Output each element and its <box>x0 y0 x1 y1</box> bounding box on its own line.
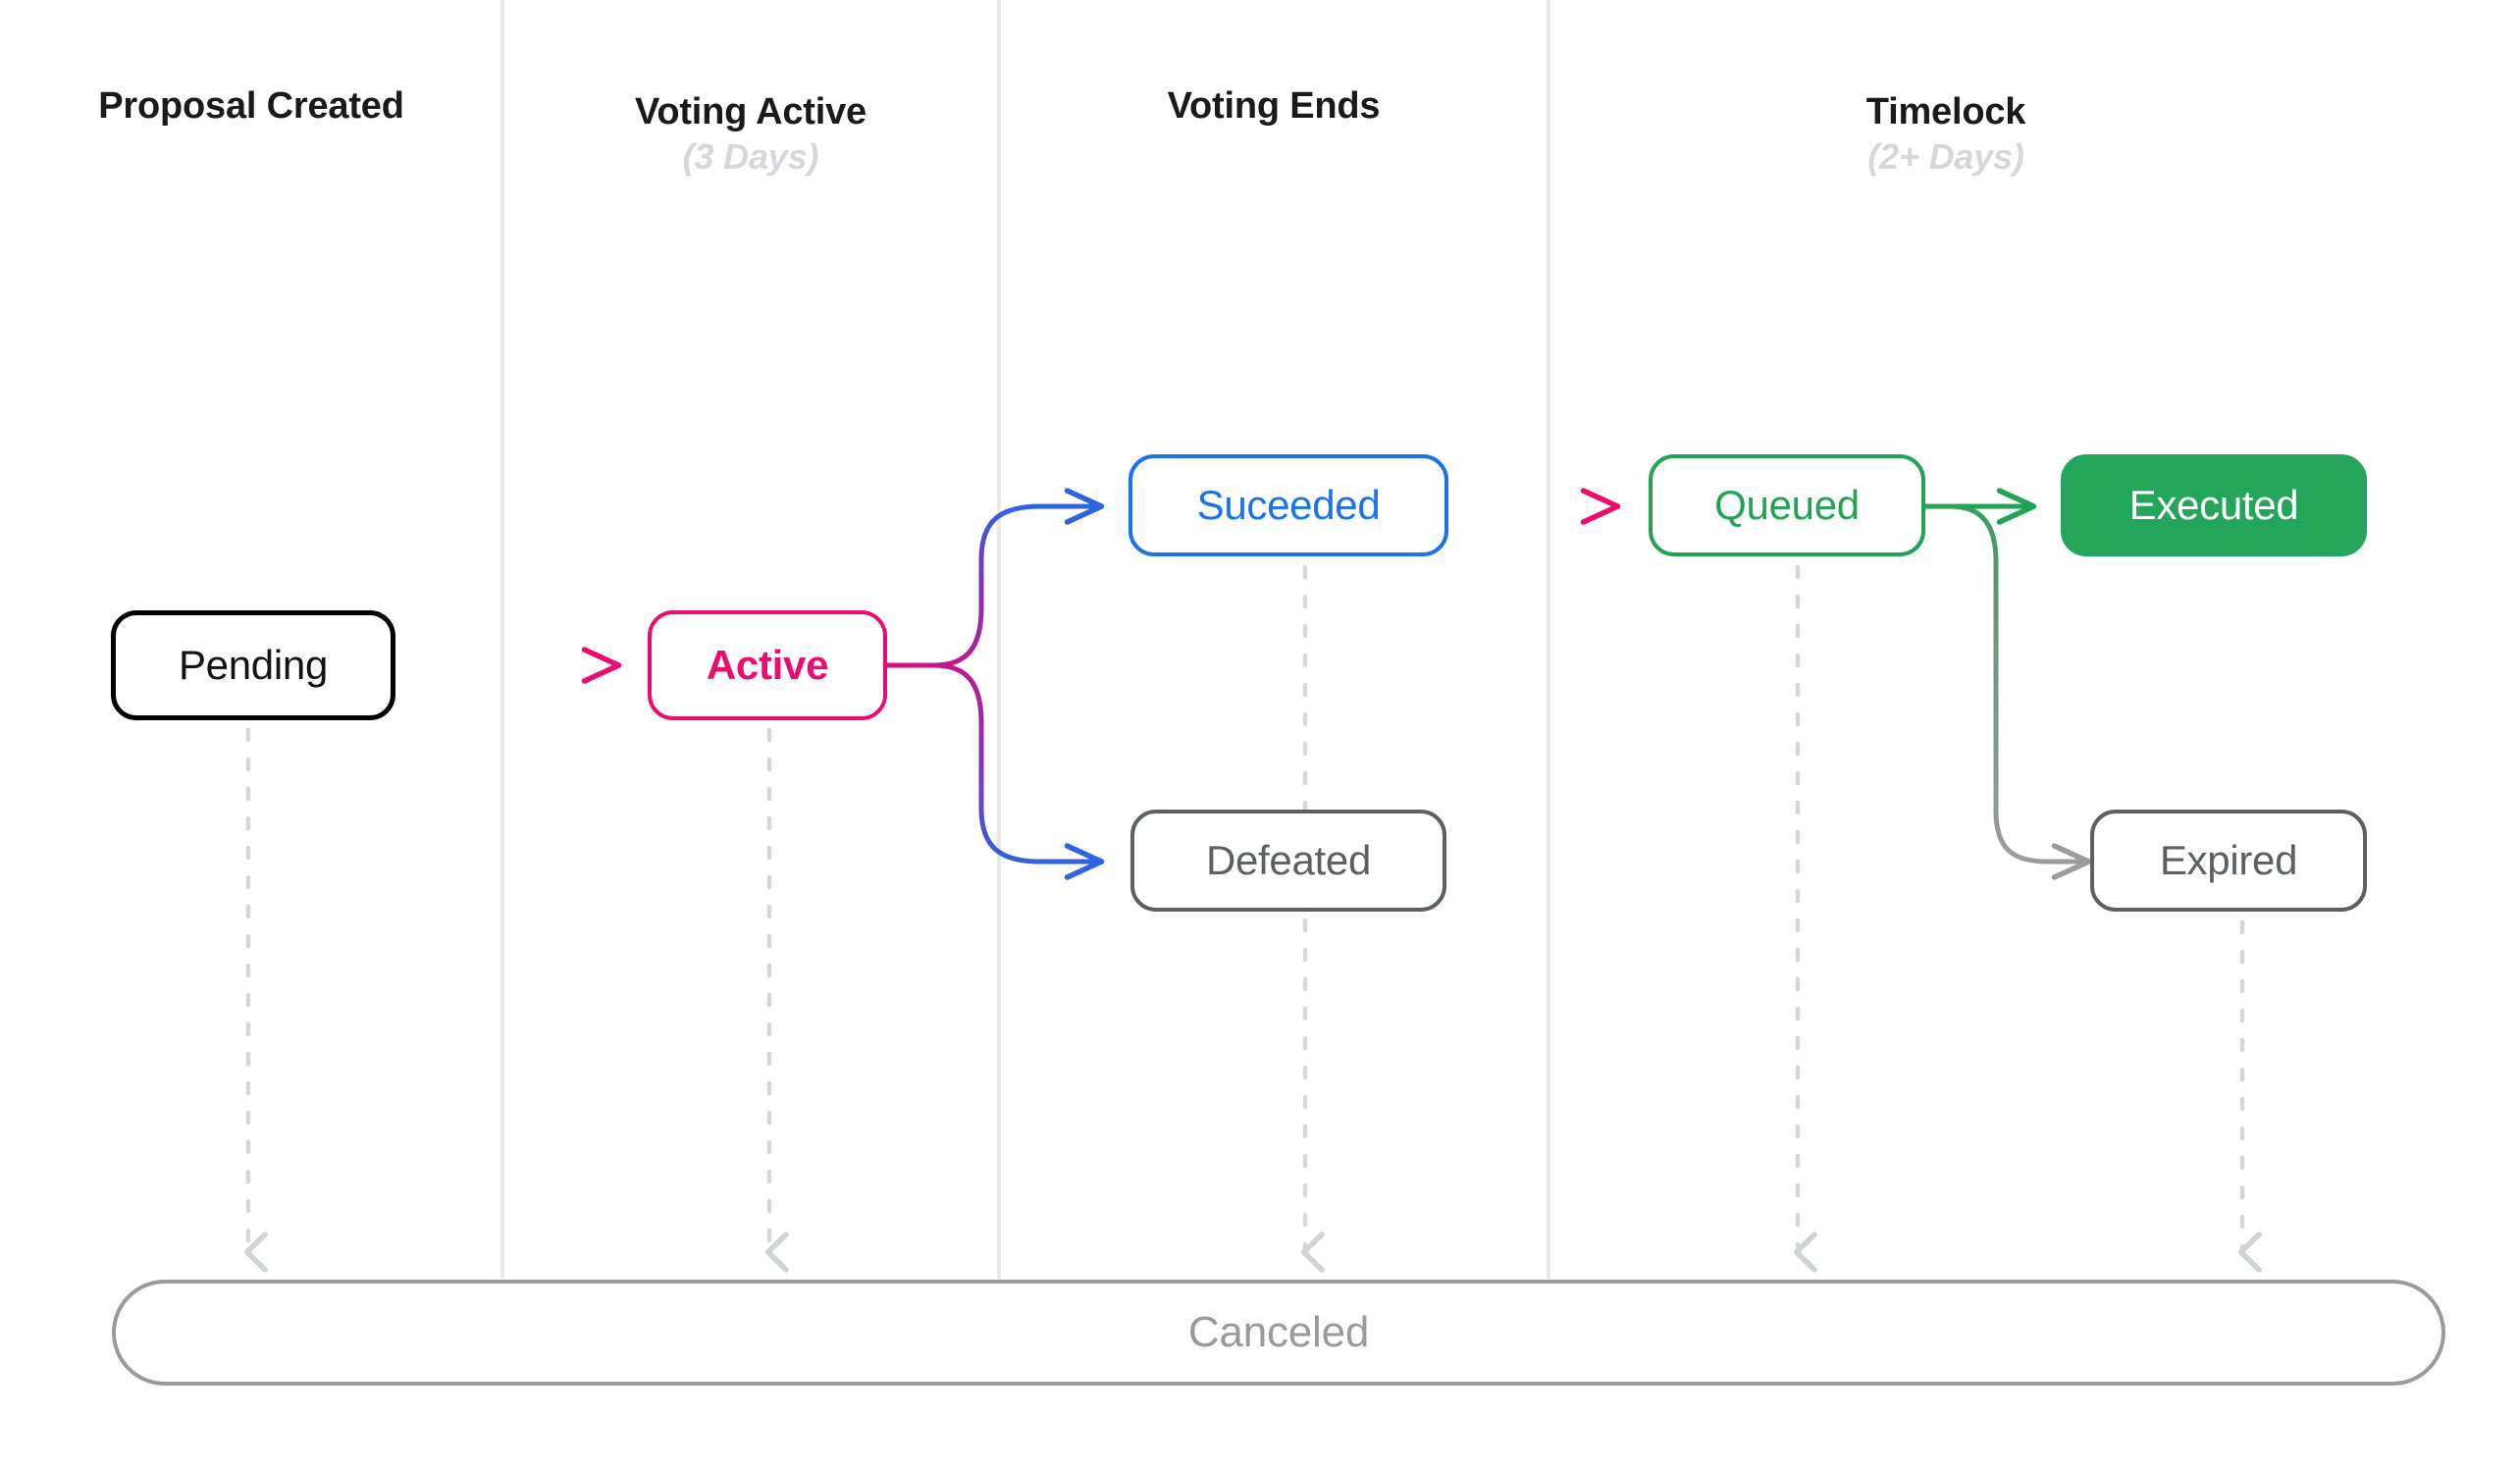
phase-header-voting-ends: Voting Ends <box>999 85 1549 128</box>
phase-title: Voting Active <box>635 91 866 132</box>
node-defeated[interactable]: Defeated <box>1130 810 1446 912</box>
phase-subtitle: (3 Days) <box>682 135 819 177</box>
node-succeeded[interactable]: Suceeded <box>1129 454 1448 556</box>
phase-header-proposal-created: Proposal Created <box>0 85 502 128</box>
edge-queued-expired <box>1920 503 2092 880</box>
node-active[interactable]: Active <box>648 610 887 720</box>
node-label: Canceled <box>1187 1308 1370 1356</box>
phase-title: Voting Ends <box>1167 85 1381 127</box>
node-label: Defeated <box>1205 837 1372 883</box>
node-queued[interactable]: Queued <box>1649 454 1925 556</box>
node-label: Active <box>706 642 829 688</box>
node-label: Executed <box>2128 482 2299 528</box>
node-pending[interactable]: Pending <box>111 610 395 720</box>
node-canceled[interactable]: Canceled <box>112 1280 2445 1386</box>
node-executed[interactable]: Executed <box>2061 454 2367 556</box>
node-expired[interactable]: Expired <box>2090 810 2367 912</box>
edge-active-defeated <box>880 662 1105 880</box>
edge-active-succeeded <box>880 488 1105 668</box>
phase-header-timelock: Timelock (2+ Days) <box>1549 91 2343 181</box>
node-label: Suceeded <box>1196 482 1381 528</box>
phase-header-voting-active: Voting Active (3 Days) <box>502 91 999 181</box>
node-label: Queued <box>1714 482 1860 528</box>
node-label: Expired <box>2159 837 2298 883</box>
phase-subtitle: (2+ Days) <box>1867 135 2024 177</box>
phase-title: Timelock <box>1865 91 2026 132</box>
phase-title: Proposal Created <box>98 85 404 127</box>
node-label: Pending <box>178 642 329 688</box>
